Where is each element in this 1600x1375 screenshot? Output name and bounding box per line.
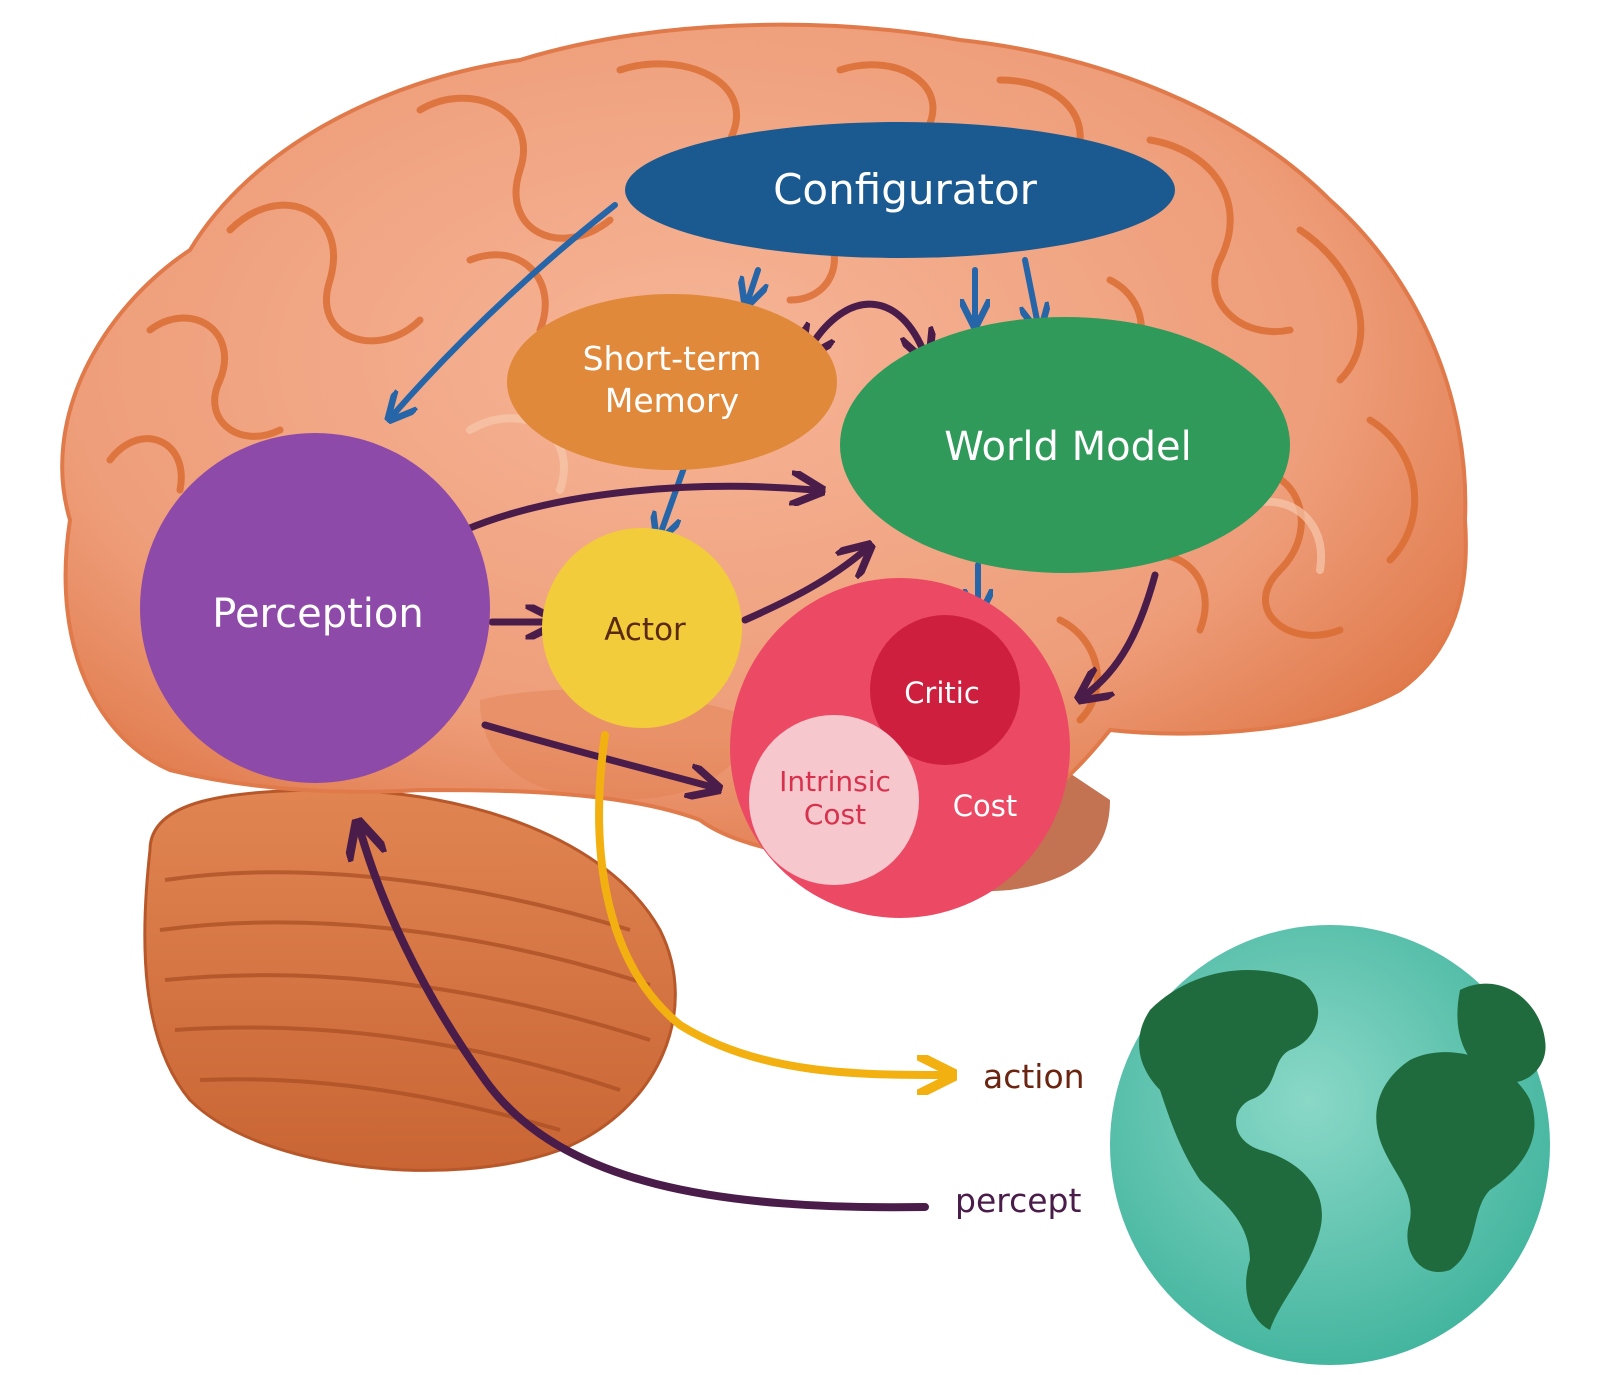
percept-label: percept [955,1181,1081,1220]
intrinsic-cost-label-line2: Cost [804,798,866,831]
arrow-perception-to-cost [481,721,712,787]
memory-label-line2: Memory [605,381,739,420]
module-cost: Critic Intrinsic Cost Cost [730,578,1070,918]
cerebellum [143,788,677,1172]
configurator-label: Configurator [773,165,1038,214]
world-model-label: World Model [944,424,1191,470]
arrow-memory-to-actor [660,462,688,535]
module-actor: Actor [542,528,742,728]
arrow-percept-to-perception [360,830,929,1212]
module-configurator: Configurator [625,122,1175,258]
arrows [360,202,1159,1212]
arrow-memory-worldmodel-bidirectional [815,300,925,355]
arrow-perception-to-worldmodel [461,486,815,534]
intrinsic-cost-label-line1: Intrinsic [779,765,891,798]
action-label: action [983,1057,1085,1096]
perception-label: Perception [212,591,423,637]
critic-circle [870,615,1020,765]
module-world-model: World Model [840,317,1290,573]
arrow-configurator-to-worldmodel-2 [1025,257,1038,325]
cost-label: Cost [953,789,1017,823]
arrow-worldmodel-to-critic [1085,571,1159,695]
intrinsic-cost-circle [749,715,919,885]
module-perception: Perception [140,433,490,783]
arrow-actor-to-action [595,731,945,1075]
memory-label-line1: Short-term [583,339,762,378]
arrow-configurator-to-perception [393,202,618,415]
actor-label: Actor [604,612,686,648]
module-short-term-memory: Short-term Memory [507,294,837,470]
critic-label: Critic [904,676,980,710]
continents [1139,970,1546,1330]
arrow-configurator-to-memory [748,267,758,300]
earth-globe-icon [1110,925,1550,1365]
arrow-actor-to-worldmodel [741,550,865,624]
